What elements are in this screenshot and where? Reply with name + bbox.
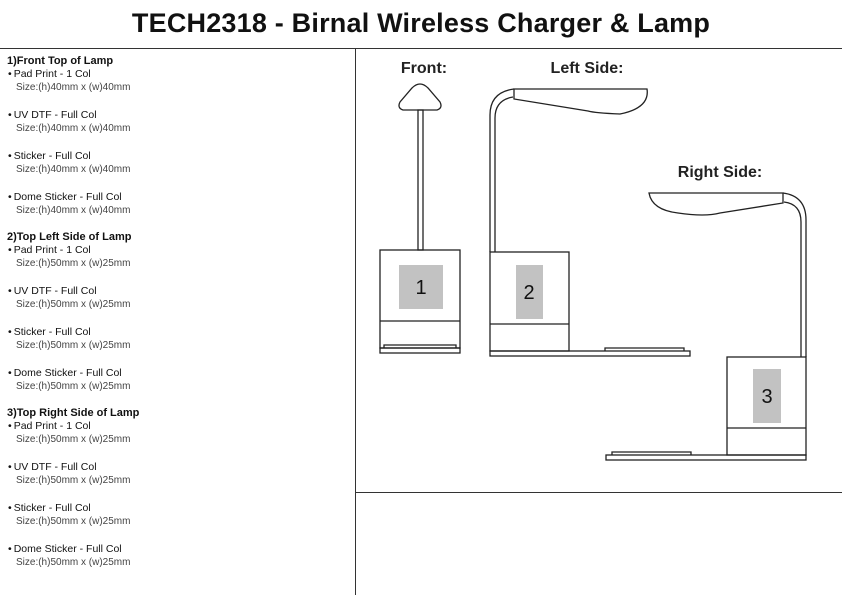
print-method: Sticker - Full Col — [8, 150, 352, 163]
page-title: TECH2318 - Birnal Wireless Charger & Lam… — [131, 8, 711, 38]
print-options-list: 1)Front Top of LampPad Print - 1 ColSize… — [7, 55, 352, 583]
right-view-label: Right Side: — [678, 164, 762, 181]
lamp-head-front — [398, 83, 442, 111]
print-area-3 — [753, 369, 781, 423]
print-size: Size:(h)50mm x (w)25mm — [16, 258, 131, 269]
lamp-head-left — [513, 88, 648, 115]
right-side-view: 3 — [605, 192, 807, 461]
lamp-head-right — [648, 192, 784, 216]
base-plate-right — [605, 454, 807, 461]
section-title: 3)Top Right Side of Lamp — [7, 407, 140, 419]
print-area-1 — [399, 265, 443, 309]
section-title: 2)Top Left Side of Lamp — [7, 231, 132, 243]
print-method: Dome Sticker - Full Col — [8, 191, 352, 204]
left-view-label: Left Side: — [551, 60, 624, 77]
base-plate-front — [379, 347, 461, 354]
print-area-2-number: 2 — [523, 282, 534, 304]
print-size: Size:(h)50mm x (w)25mm — [16, 299, 131, 310]
print-method: Pad Print - 1 Col — [8, 244, 352, 257]
front-view-label: Front: — [401, 60, 447, 77]
print-method: Dome Sticker - Full Col — [8, 367, 352, 380]
print-size: Size:(h)50mm x (w)25mm — [16, 475, 131, 486]
print-section: 3)Top Right Side of LampPad Print - 1 Co… — [7, 407, 352, 570]
print-method: UV DTF - Full Col — [8, 461, 352, 474]
print-method: Pad Print - 1 Col — [8, 68, 352, 81]
section-title: 1)Front Top of Lamp — [7, 55, 114, 67]
right-panel-divider — [355, 492, 842, 493]
print-size: Size:(h)50mm x (w)25mm — [16, 516, 131, 527]
print-method: UV DTF - Full Col — [8, 109, 352, 122]
print-size: Size:(h)40mm x (w)40mm — [16, 164, 131, 175]
print-method: Sticker - Full Col — [8, 502, 352, 515]
print-area-2 — [516, 265, 543, 319]
print-method: Sticker - Full Col — [8, 326, 352, 339]
column-divider — [355, 48, 356, 595]
print-size: Size:(h)40mm x (w)40mm — [16, 205, 131, 216]
print-size: Size:(h)40mm x (w)40mm — [16, 82, 131, 93]
header-divider — [0, 48, 842, 49]
print-size: Size:(h)50mm x (w)25mm — [16, 340, 131, 351]
print-size: Size:(h)50mm x (w)25mm — [16, 381, 131, 392]
print-size: Size:(h)40mm x (w)40mm — [16, 123, 131, 134]
print-method: Pad Print - 1 Col — [8, 420, 352, 433]
print-size: Size:(h)50mm x (w)25mm — [16, 434, 131, 445]
front-view: 1 — [379, 83, 461, 354]
lamp-stem-front — [417, 109, 424, 251]
print-method: UV DTF - Full Col — [8, 285, 352, 298]
print-size: Size:(h)50mm x (w)25mm — [16, 557, 131, 568]
left-side-view: 2 — [489, 88, 691, 357]
print-area-3-number: 3 — [761, 386, 772, 408]
print-area-1-number: 1 — [415, 277, 426, 299]
print-section: 2)Top Left Side of LampPad Print - 1 Col… — [7, 231, 352, 394]
print-method: Dome Sticker - Full Col — [8, 543, 352, 556]
print-section: 1)Front Top of LampPad Print - 1 ColSize… — [7, 55, 352, 218]
base-plate-left — [489, 350, 691, 357]
